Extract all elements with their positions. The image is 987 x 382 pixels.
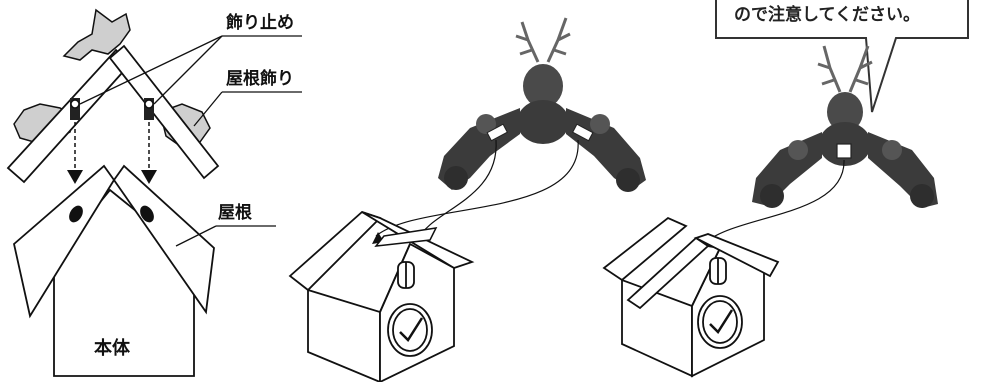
antlers-right	[818, 46, 872, 92]
antlers-middle	[516, 18, 570, 62]
svg-text:屋根: 屋根	[218, 202, 252, 223]
clock-house-right	[604, 218, 764, 376]
label-roof-ornament: 屋根飾り	[194, 68, 302, 126]
down-arrow-left-icon	[67, 170, 83, 184]
ornament-stopper-left	[70, 98, 80, 120]
svg-text:飾り止め: 飾り止め	[226, 12, 294, 33]
stopper-marker-center	[837, 144, 851, 158]
ornament-stopper-right	[144, 98, 154, 120]
svg-text:ので注意してください。: ので注意してください。	[734, 4, 920, 25]
svg-text:屋根飾り: 屋根飾り	[226, 68, 294, 89]
down-arrow-right-icon	[141, 170, 157, 184]
middle-ornament	[438, 18, 646, 192]
label-main-body: 本体	[94, 337, 131, 359]
schematic-exploded-view	[8, 10, 218, 376]
right-ornament	[752, 46, 938, 208]
